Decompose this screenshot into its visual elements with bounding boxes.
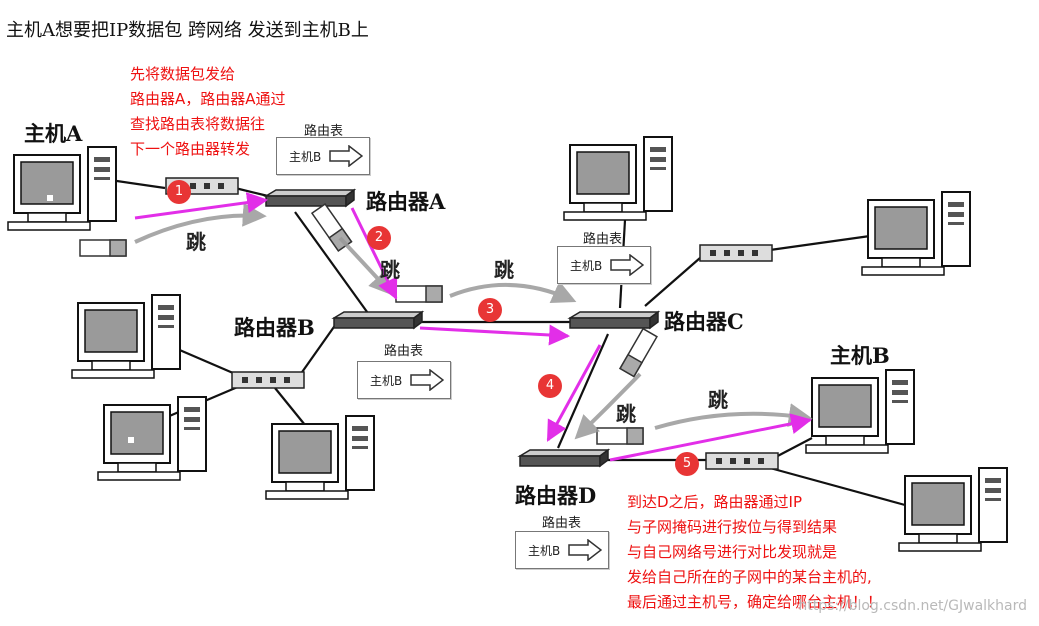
page-title: 主机A想要把IP数据包 跨网络 发送到主机B上	[6, 20, 369, 41]
note-bottom-line: 发给自己所在的子网中的某台主机的,	[627, 568, 872, 586]
route-table-d: 主机B	[515, 531, 609, 569]
router-b-device	[333, 311, 423, 329]
packet-4	[619, 327, 658, 378]
pc-router-b-2	[97, 396, 207, 481]
note-top-line: 路由器A，路由器A通过	[130, 90, 286, 108]
host-a-label: 主机A	[24, 121, 83, 146]
jump-label: 跳	[186, 230, 206, 254]
route-table-entry: 主机B	[289, 150, 322, 164]
note-top-line: 下一个路由器转发	[130, 140, 251, 158]
pc-host-a	[7, 146, 117, 231]
pc-router-c-2	[861, 191, 971, 276]
arrow-right-icon	[568, 539, 602, 561]
pc-router-b-1	[71, 294, 181, 379]
jump-label: 跳	[708, 388, 728, 412]
arrow-right-icon	[329, 145, 363, 167]
step-badge: 5	[675, 452, 699, 476]
router-d-label: 路由器D	[515, 483, 597, 508]
note-bottom-line: 到达D之后，路由器通过IP	[627, 493, 803, 511]
pc-router-b-3	[265, 415, 375, 500]
packet-3	[395, 285, 443, 303]
router-a-device	[265, 189, 355, 207]
cables	[109, 178, 906, 507]
pc-host-b	[805, 369, 915, 454]
route-table-b: 主机B	[357, 361, 451, 399]
host-b-label: 主机B	[830, 343, 890, 368]
note-bottom-line: 与自己网络号进行对比发现就是	[627, 543, 838, 561]
jump-label: 跳	[494, 258, 514, 282]
watermark: https://blog.csdn.net/GJwalkhard	[798, 598, 1027, 614]
packet-1	[79, 239, 127, 257]
step-badge: 3	[478, 298, 502, 322]
note-top-line: 先将数据包发给	[130, 65, 236, 83]
note-top: 先将数据包发给 路由器A，路由器A通过 查找路由表将数据往 下一个路由器转发	[130, 62, 286, 162]
hub-b	[231, 371, 305, 389]
route-table-title: 路由表	[583, 232, 623, 247]
step-badge: 4	[538, 374, 562, 398]
step-badge: 2	[367, 226, 391, 250]
step-badge: 1	[167, 180, 191, 204]
step-arrows	[134, 192, 813, 462]
jump-label: 跳	[616, 402, 636, 426]
router-a-label: 路由器A	[366, 189, 446, 214]
note-top-line: 查找路由表将数据往	[130, 115, 266, 133]
route-table-title: 路由表	[384, 344, 424, 359]
note-bottom-line: 与子网掩码进行按位与得到结果	[627, 518, 838, 536]
note-bottom-line: 最后通过主机号，确定给哪台主机！！	[627, 593, 883, 611]
router-c-label: 路由器C	[664, 309, 744, 334]
router-c-device	[569, 311, 659, 329]
packet-5	[596, 427, 644, 445]
arrow-right-icon	[410, 369, 444, 391]
route-table-title: 路由表	[542, 516, 582, 531]
route-table-title: 路由表	[304, 124, 344, 139]
arrow-right-icon	[610, 254, 644, 276]
route-table-c: 主机B	[557, 246, 651, 284]
route-table-entry: 主机B	[528, 544, 561, 558]
hub-c	[699, 244, 773, 262]
route-table-entry: 主机B	[370, 374, 403, 388]
note-bottom: 到达D之后，路由器通过IP 与子网掩码进行按位与得到结果 与自己网络号进行对比发…	[627, 490, 882, 615]
jump-label: 跳	[380, 258, 400, 282]
route-table-entry: 主机B	[570, 259, 603, 273]
router-d-device	[519, 449, 609, 467]
router-b-label: 路由器B	[234, 315, 315, 340]
pc-router-d	[898, 467, 1008, 552]
hub-d	[705, 452, 779, 470]
route-table-a: 主机B	[276, 137, 370, 175]
pc-router-c-1	[563, 136, 673, 221]
